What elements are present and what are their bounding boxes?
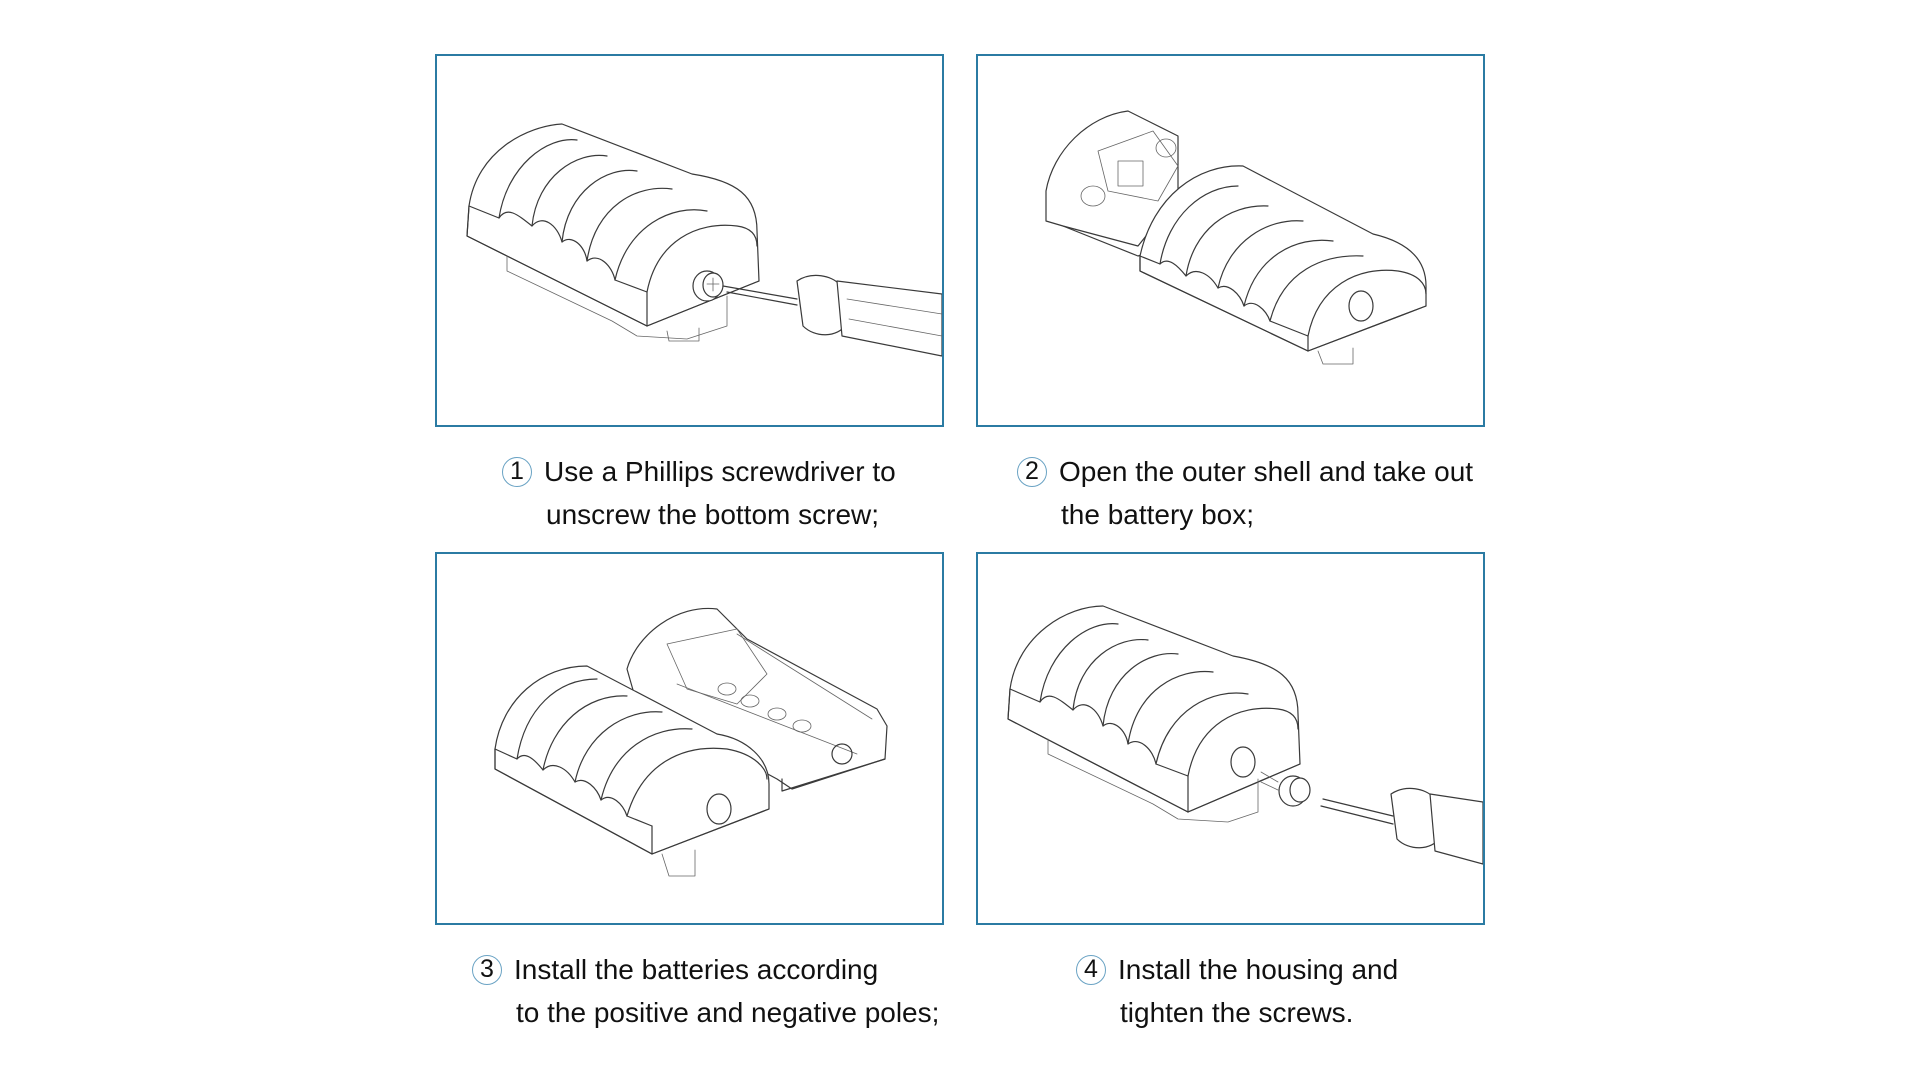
screwdriver	[722, 274, 942, 357]
step-number-badge: 3	[472, 954, 502, 985]
battery-box	[1045, 110, 1179, 257]
step-2-illustration	[1045, 110, 1427, 365]
step-2-illustration-frame	[976, 54, 1485, 427]
device-housing	[466, 123, 760, 342]
step-4-line-2: tighten the screws.	[1120, 997, 1354, 1028]
step-4-illustration	[1007, 605, 1483, 865]
step-1-illustration-frame	[435, 54, 944, 427]
step-2-line-1: Open the outer shell and take out	[1059, 456, 1474, 487]
step-4-caption: 4 Install the housing and tighten the sc…	[1076, 948, 1398, 1034]
step-3-illustration-frame	[435, 552, 944, 925]
outer-shell	[494, 665, 770, 877]
step-1-line-1: Use a Phillips screwdriver to	[544, 456, 896, 487]
screw	[1260, 771, 1311, 807]
step-3-caption: 3 Install the batteries according to the…	[472, 948, 939, 1034]
step-number-badge: 1	[502, 456, 532, 487]
step-2-caption: 2 Open the outer shell and take out the …	[1017, 450, 1473, 536]
outer-shell	[1139, 165, 1427, 365]
step-3-line-2: to the positive and negative poles;	[516, 997, 940, 1028]
step-number-badge: 4	[1076, 954, 1106, 985]
step-2-line-2: the battery box;	[1061, 499, 1255, 530]
step-4-illustration-frame	[976, 552, 1485, 925]
step-4-line-1: Install the housing and	[1118, 954, 1399, 985]
step-number-badge: 2	[1017, 456, 1047, 487]
step-1-line-2: unscrew the bottom screw;	[546, 499, 880, 530]
step-1-illustration	[466, 123, 942, 357]
battery-box-open	[626, 607, 888, 792]
step-3-line-1: Install the batteries according	[514, 954, 879, 985]
step-1-caption: 1 Use a Phillips screwdriver to unscrew …	[502, 450, 896, 536]
screwdriver	[1320, 787, 1483, 865]
device-housing	[1007, 605, 1301, 823]
step-3-illustration	[494, 607, 888, 877]
screw	[692, 270, 724, 302]
